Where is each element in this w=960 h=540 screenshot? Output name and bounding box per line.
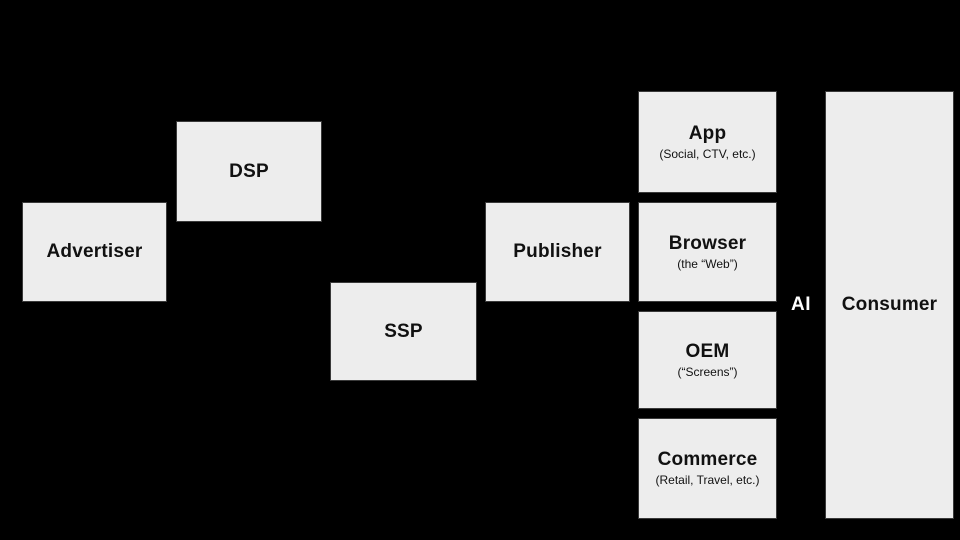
node-oem-label: OEM bbox=[685, 340, 730, 362]
node-ssp: SSP bbox=[330, 282, 477, 381]
node-browser-sublabel: (the “Web”) bbox=[677, 256, 738, 271]
node-commerce: Commerce (Retail, Travel, etc.) bbox=[638, 418, 777, 519]
node-consumer: Consumer bbox=[825, 91, 954, 519]
node-commerce-sublabel: (Retail, Travel, etc.) bbox=[655, 473, 760, 488]
node-advertiser: Advertiser bbox=[22, 202, 167, 302]
node-dsp: DSP bbox=[176, 121, 322, 222]
node-browser: Browser (the “Web”) bbox=[638, 202, 777, 302]
node-consumer-label: Consumer bbox=[841, 294, 938, 316]
node-oem: OEM (“Screens”) bbox=[638, 311, 777, 409]
node-browser-label: Browser bbox=[668, 232, 747, 254]
node-app: App (Social, CTV, etc.) bbox=[638, 91, 777, 193]
node-app-sublabel: (Social, CTV, etc.) bbox=[659, 146, 756, 161]
node-ssp-label: SSP bbox=[384, 320, 423, 342]
node-advertiser-label: Advertiser bbox=[46, 241, 143, 263]
node-oem-sublabel: (“Screens”) bbox=[677, 364, 738, 379]
node-dsp-label: DSP bbox=[229, 160, 269, 182]
node-publisher: Publisher bbox=[485, 202, 630, 302]
node-publisher-label: Publisher bbox=[513, 241, 602, 263]
ai-label: AI bbox=[791, 294, 811, 315]
ai-gap: AI bbox=[777, 91, 825, 519]
node-app-label: App bbox=[688, 122, 727, 144]
node-commerce-label: Commerce bbox=[657, 449, 758, 471]
